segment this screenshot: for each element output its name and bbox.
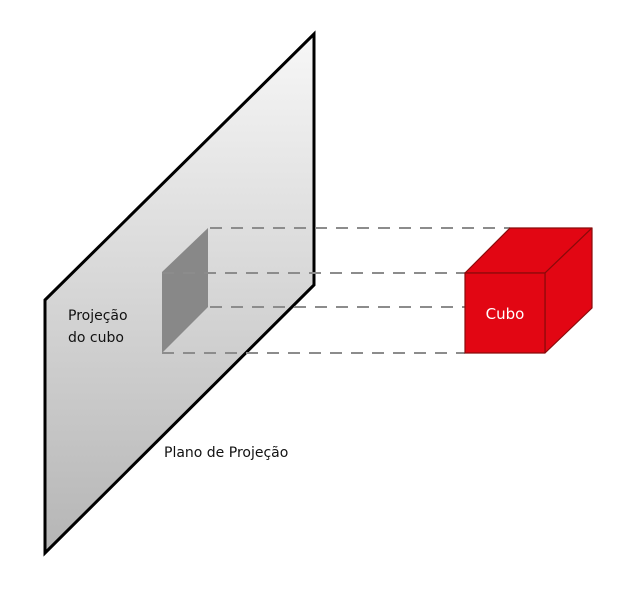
- projection-lines: [162, 227, 510, 354]
- plane-label: Plano de Projeção: [164, 445, 288, 461]
- cube-projection-shape: [162, 228, 208, 353]
- cube-label: Cubo: [486, 305, 525, 323]
- cube: [464, 227, 593, 354]
- projection-label-line1: Projeção: [68, 308, 128, 324]
- cube-front-face: [464, 272, 546, 354]
- projection-label-line2: do cubo: [68, 330, 124, 346]
